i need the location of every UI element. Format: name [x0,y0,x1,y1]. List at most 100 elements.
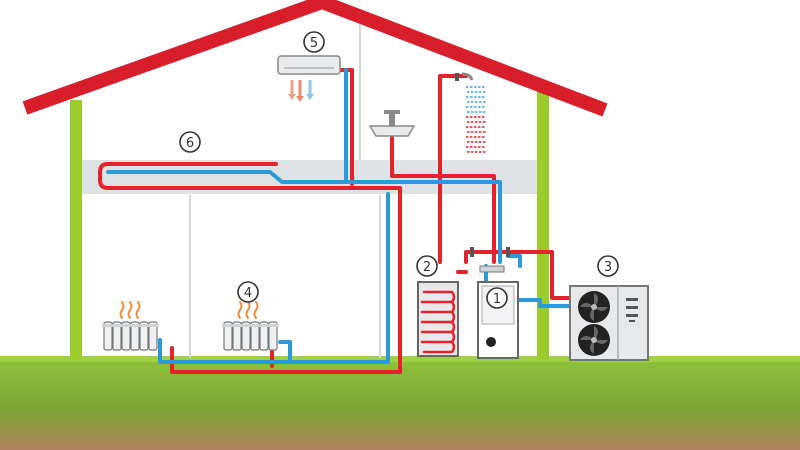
water-drop [474,106,477,108]
water-drop [475,121,478,123]
water-drop [475,101,478,103]
label-3-text: 3 [604,260,612,275]
water-drop [466,86,469,88]
label-circle-4: 4 [237,281,259,303]
label-5-text: 5 [310,36,318,51]
water-drop [474,116,477,118]
water-drop [474,136,477,138]
radiator-header [222,324,279,327]
radiator-fin [241,321,251,351]
water-drop [471,101,474,103]
heat-waves-icon [237,301,259,319]
label-circle-6: 6 [179,131,201,153]
water-drop [467,91,470,93]
water-drop [482,126,485,128]
water-drop [479,101,482,103]
water-drop [467,141,470,143]
radiator-fin [139,321,149,351]
hot-water-tank [417,281,459,357]
water-drop [470,116,473,118]
water-drop [470,146,473,148]
label-circle-3: 3 [597,255,619,277]
water-drop [470,136,473,138]
water-drop [467,121,470,123]
water-drop [478,126,481,128]
pipes-cold [106,68,572,364]
indoor-unit-knob-icon [486,337,496,347]
water-drop [478,96,481,98]
sink-icon [368,110,416,137]
radiator [222,321,279,351]
water-drop [483,111,486,113]
label-circle-5: 5 [303,31,325,53]
water-drop [482,96,485,98]
water-drop [470,86,473,88]
radiator-fin [250,321,260,351]
water-drop [475,141,478,143]
water-drop [471,151,474,153]
water-drop [474,96,477,98]
label-6-text: 6 [186,136,194,151]
water-drop [466,106,469,108]
label-circle-2: 2 [416,255,438,277]
interior-walls [189,20,381,358]
water-drop [475,91,478,93]
fan-icon [578,324,610,356]
water-drop [479,131,482,133]
water-drop [479,151,482,153]
water-drop [479,111,482,113]
water-drop [483,101,486,103]
water-drop [479,121,482,123]
radiator-fin [121,321,131,351]
heat-waves-icon [119,301,141,319]
label-4-text: 4 [244,286,252,301]
water-drop [471,121,474,123]
radiator-header [102,324,159,327]
water-drop [466,96,469,98]
air-flow-arrows-icon [288,80,314,102]
label-circle-1: 1 [486,287,508,309]
water-drop [482,116,485,118]
label-2-text: 2 [423,260,431,275]
water-drop [482,106,485,108]
water-drop [471,111,474,113]
water-drop [479,91,482,93]
label-1-text: 1 [493,292,501,307]
pipes-hot [98,68,572,374]
water-drop [470,126,473,128]
water-drop [467,111,470,113]
water-drop [475,131,478,133]
water-drop [466,126,469,128]
house-walls [70,88,549,360]
water-drop [475,111,478,113]
water-drop [483,91,486,93]
water-drop [471,91,474,93]
water-drop [474,146,477,148]
water-drop [478,86,481,88]
radiator-fin [130,321,140,351]
water-drop [483,151,486,153]
water-drop [482,136,485,138]
water-drop [478,146,481,148]
water-drop [482,86,485,88]
radiator [102,321,159,351]
water-drop [483,121,486,123]
fan-icon [578,291,610,323]
radiator-fin [259,321,269,351]
outdoor-heat-pump [569,285,649,361]
water-drop [470,96,473,98]
water-drop [474,86,477,88]
wall-ac-unit [277,55,341,102]
radiator-fin [268,321,278,351]
water-drop [466,146,469,148]
radiator-fin [112,321,122,351]
roof [22,0,608,117]
water-drop [466,116,469,118]
water-drop [483,131,486,133]
water-drop [482,146,485,148]
water-drop [475,151,478,153]
water-drop [471,141,474,143]
radiator-fin [223,321,233,351]
shower-head-icon [461,72,486,153]
